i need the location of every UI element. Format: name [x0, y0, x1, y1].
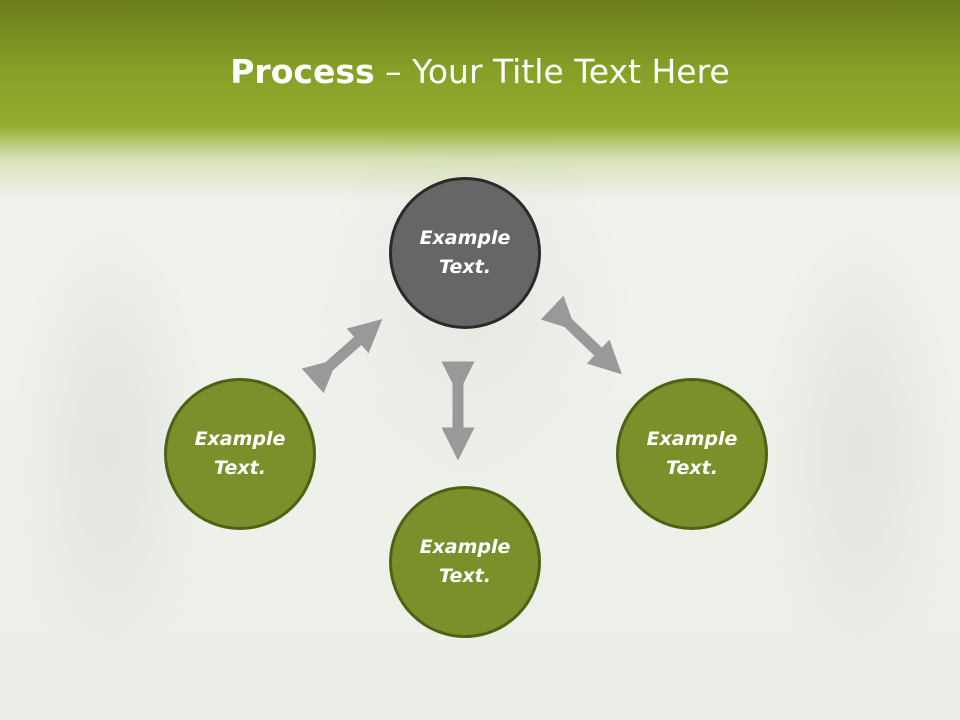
- node-text: Example Text.: [646, 428, 738, 479]
- process-node-left[interactable]: Example Text.: [164, 378, 316, 530]
- title-bold: Process: [230, 52, 375, 91]
- arrow-top-right: [540, 295, 622, 375]
- process-node-bottom[interactable]: Example Text.: [389, 486, 541, 638]
- header-band: [0, 0, 960, 200]
- node-text: Example Text.: [194, 428, 286, 479]
- node-text: Example Text.: [419, 536, 511, 587]
- process-node-right[interactable]: Example Text.: [616, 378, 768, 530]
- process-node-top[interactable]: Example Text.: [389, 177, 541, 329]
- node-text: Example Text.: [419, 227, 511, 278]
- arrow-top-left: [301, 319, 383, 394]
- slide-title: Process – Your Title Text Here: [0, 52, 960, 91]
- title-rest: – Your Title Text Here: [374, 52, 730, 91]
